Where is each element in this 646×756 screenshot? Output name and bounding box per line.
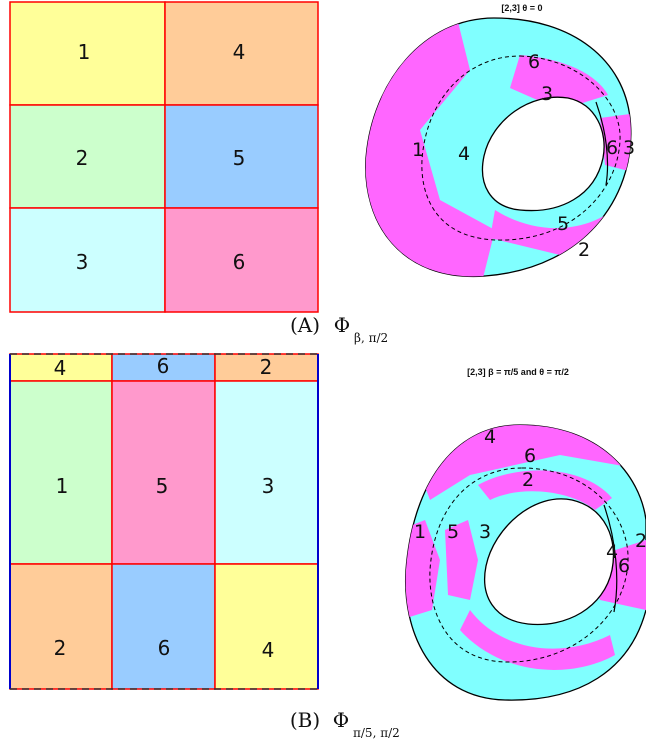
cell-b-3-label: 3 — [262, 474, 275, 498]
caption-b: (B) Φ π/5, π/2 — [290, 708, 400, 740]
caption-a: (A) Φ β, π/2 — [290, 313, 388, 345]
cell-a-3 — [9, 207, 166, 313]
ring-b-title: [2,3] β = π/5 and θ = π/2 — [467, 367, 569, 377]
strip-b-4-label: 4 — [54, 356, 67, 380]
cell-b-2-label: 2 — [54, 636, 67, 660]
cell-b-5-label: 5 — [156, 474, 169, 498]
cell-a-4 — [164, 1, 319, 106]
panel-a-ring: [2,3] θ = 0 1 4 6 3 6 3 5 2 — [365, 3, 635, 277]
cell-a-2 — [9, 104, 166, 209]
cell-a-5 — [164, 104, 319, 209]
cell-b-6 — [111, 563, 216, 690]
cell-a-1 — [9, 1, 166, 106]
caption-b-subscript: π/5, π/2 — [353, 726, 400, 740]
strip-b-2-label: 2 — [260, 355, 273, 379]
ring-b-label-right-c: 2 — [635, 530, 646, 552]
ring-b-label-top-inner-a: 6 — [524, 445, 536, 467]
ring-b-label-top-inner-b: 2 — [522, 469, 534, 491]
ring-b-label-left-b: 5 — [447, 521, 459, 543]
strip-b-6 — [111, 353, 216, 382]
ring-a-label-top-inner: 3 — [541, 83, 553, 105]
ring-b-hole — [484, 498, 615, 626]
ring-a-label-overlap-inner: 6 — [606, 137, 618, 159]
cell-a-6-label: 6 — [233, 250, 246, 274]
cell-b-3 — [214, 380, 319, 565]
cell-b-1 — [9, 380, 113, 565]
ring-a-label-bottom-inner: 5 — [557, 213, 569, 235]
panel-b-grid: 4 6 2 1 5 3 2 6 4 — [9, 353, 319, 690]
cell-b-2 — [9, 563, 113, 690]
ring-b-label-left-c: 3 — [479, 521, 491, 543]
ring-b-label-top: 4 — [484, 426, 496, 448]
cell-b-4-label: 4 — [262, 638, 275, 662]
ring-b-label-right-a: 4 — [606, 541, 618, 563]
ring-b-label-right-b: 6 — [618, 555, 630, 577]
ring-a-hole — [481, 96, 605, 212]
cell-a-1-label: 1 — [78, 40, 91, 64]
ring-a-title: [2,3] θ = 0 — [501, 3, 542, 13]
panel-b-ring: [2,3] β = π/5 and θ = π/2 4 6 2 1 5 — [404, 367, 646, 701]
cell-b-4 — [214, 563, 319, 690]
cell-b-1-label: 1 — [56, 474, 69, 498]
ring-a-label-top-outer: 6 — [528, 51, 540, 73]
panel-a-grid: 1 4 2 5 3 6 — [9, 1, 319, 313]
cell-a-4-label: 4 — [233, 40, 246, 64]
caption-a-prefix: (A) — [290, 313, 320, 337]
ring-a-label-overlap-outer: 3 — [623, 137, 635, 159]
strip-b-6-label: 6 — [157, 354, 170, 378]
cell-a-5-label: 5 — [233, 146, 246, 170]
ring-b-label-left-a: 1 — [414, 521, 426, 543]
caption-b-prefix: (B) — [290, 708, 320, 732]
cell-a-2-label: 2 — [76, 146, 89, 170]
ring-a-label-inner-left: 4 — [458, 143, 470, 165]
caption-a-subscript: β, π/2 — [354, 331, 388, 345]
caption-b-symbol: Φ — [333, 708, 349, 732]
caption-a-symbol: Φ — [334, 313, 350, 337]
cell-b-6-label: 6 — [158, 636, 171, 660]
cell-b-5 — [111, 380, 216, 565]
cell-a-3-label: 3 — [76, 250, 89, 274]
strip-b-2 — [214, 353, 319, 382]
ring-a-label-bottom-outer: 2 — [578, 239, 590, 261]
cell-a-6 — [164, 207, 319, 313]
ring-a-label-outer-left: 1 — [412, 139, 424, 161]
